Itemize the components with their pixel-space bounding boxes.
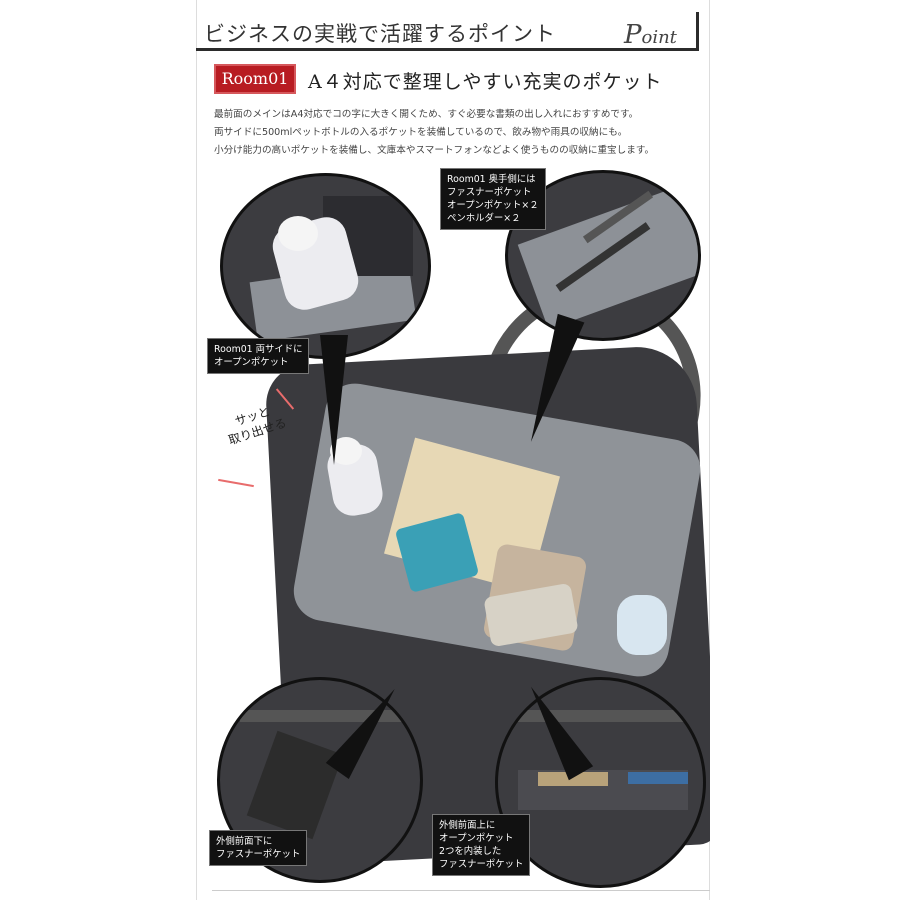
bottom-rule	[212, 890, 710, 891]
bottle-cap	[278, 216, 318, 251]
section-header: ビジネスの実戦で活躍するポイント Point	[196, 8, 710, 56]
point-logo-rest: oint	[641, 27, 677, 48]
callout-line: Room01 奥手側には	[447, 174, 536, 185]
callout-line: ペンホルダー×２	[447, 213, 521, 224]
header-title: ビジネスの実戦で活躍するポイント	[204, 22, 556, 46]
point-logo-initial: P	[624, 20, 642, 50]
callout-line: 2つを内装した	[439, 846, 502, 857]
callout-label-front-lower: 外側前面下に ファスナーポケット	[209, 830, 308, 866]
header-underline	[196, 48, 696, 51]
detail-circle-side-pocket	[220, 173, 431, 359]
description: 最前面のメインはA4対応でコの字に大きく開くため、すぐ必要な書類の出し入れにおす…	[214, 106, 704, 160]
callout-line: オープンポケット	[439, 833, 514, 844]
thermos	[617, 595, 667, 655]
callout-line: ファスナーポケット	[216, 849, 301, 860]
room-badge: Room01	[214, 64, 296, 94]
callout-line: オープンポケット×２	[447, 200, 539, 211]
header-vertical-rule	[696, 12, 699, 51]
room-heading: A４対応で整理しやすい充実のポケット	[308, 71, 663, 93]
point-logo: Point	[624, 20, 677, 50]
callout-label-front-upper: 外側前面上に オープンポケット 2つを内装した ファスナーポケット	[432, 814, 531, 876]
callout-line: 外側前面下に	[216, 836, 273, 847]
callout-pointer	[320, 335, 348, 465]
callout-label-side-pockets: Room01 両サイドに オープンポケット	[207, 338, 310, 374]
content-frame	[196, 0, 710, 900]
callout-line: ファスナーポケット	[447, 187, 532, 198]
callout-line: オープンポケット	[214, 357, 289, 368]
callout-line: ファスナーポケット	[439, 859, 524, 870]
product-photo	[212, 165, 710, 890]
callout-label-back-pocket: Room01 奥手側には ファスナーポケット オープンポケット×２ ペンホルダー…	[440, 168, 546, 230]
callout-line: 外側前面上に	[439, 820, 496, 831]
callout-line: Room01 両サイドに	[214, 344, 303, 355]
description-line: 最前面のメインはA4対応でコの字に大きく開くため、すぐ必要な書類の出し入れにおす…	[214, 109, 639, 120]
description-line: 小分け能力の高いポケットを装備し、文庫本やスマートフォンなどよく使うものの収納に…	[214, 145, 655, 156]
detail-circle-back-pocket	[505, 170, 701, 341]
description-line: 両サイドに500mlペットボトルの入るポケットを装備しているので、飲み物や雨具の…	[214, 127, 628, 138]
